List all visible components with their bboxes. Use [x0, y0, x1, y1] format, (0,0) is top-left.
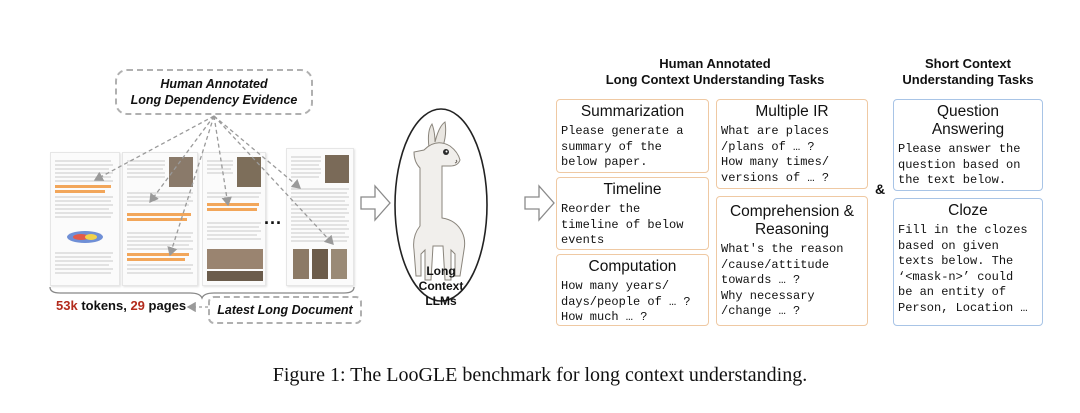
- long-tasks-title-line1: Human Annotated: [659, 56, 771, 71]
- long-tasks-title-line2: Long Context Understanding Tasks: [605, 72, 825, 87]
- task-qa-title: Question Answering: [894, 100, 1042, 139]
- short-tasks-title: Short Context Understanding Tasks: [888, 56, 1048, 88]
- tokens-text: tokens,: [77, 298, 131, 313]
- task-question-answering: Question Answering Please answer the que…: [893, 99, 1043, 191]
- task-comprehension-title: Comprehension & Reasoning: [717, 197, 867, 239]
- evidence-line1: Human Annotated: [160, 77, 268, 91]
- document-brace: [49, 286, 355, 300]
- pages-text: pages: [144, 298, 187, 313]
- task-qa-title-line1: Question: [936, 103, 1000, 120]
- pages-value: 29: [130, 298, 145, 313]
- short-tasks-title-line1: Short Context: [925, 56, 1011, 71]
- page-4-lines: [291, 155, 349, 279]
- llm-label-line1: Long Context: [418, 264, 464, 293]
- task-computation-body: How many years/ days/people of … ? How m…: [561, 279, 691, 324]
- page-3-lines: [207, 157, 263, 281]
- ampersand: &: [875, 181, 886, 197]
- token-count: 53k tokens, 29 pages: [56, 298, 186, 313]
- task-summarization: Summarization Please generate a summary …: [556, 99, 709, 173]
- llm-label: Long Context LLMs: [403, 264, 479, 309]
- task-timeline-title: Timeline: [603, 181, 662, 198]
- task-cloze-title: Cloze: [948, 202, 988, 219]
- task-summarization-body: Please generate a summary of the below p…: [561, 124, 684, 169]
- llama-icon: [413, 121, 466, 281]
- task-multiple-ir: Multiple IR What are places /plans of … …: [716, 99, 868, 189]
- tokens-value: 53k: [56, 298, 78, 313]
- page-thumb-3: [202, 152, 266, 286]
- task-timeline-body: Reorder the timeline of below events: [561, 202, 684, 247]
- hollow-arrow-right: [524, 184, 555, 222]
- evidence-box: Human Annotated Long Dependency Evidence: [115, 69, 313, 115]
- page-2-lines: [127, 157, 193, 274]
- task-cloze-body: Fill in the clozes based on given texts …: [898, 223, 1028, 315]
- task-multiple-ir-body: What are places /plans of … ? How many t…: [721, 124, 830, 185]
- task-timeline: Timeline Reorder the timeline of below e…: [556, 177, 709, 250]
- task-computation-title: Computation: [588, 258, 677, 275]
- evidence-line2: Long Dependency Evidence: [130, 93, 298, 107]
- task-qa-title-line2: Answering: [931, 121, 1005, 138]
- page-thumb-2: [122, 152, 198, 286]
- task-comprehension-title-line2: Reasoning: [754, 221, 830, 238]
- task-comprehension: Comprehension & Reasoning What's the rea…: [716, 196, 868, 326]
- task-computation: Computation How many years/ days/people …: [556, 254, 709, 326]
- task-comprehension-body: What's the reason /cause/attitude toward…: [721, 242, 844, 318]
- page-thumb-4: [286, 148, 354, 286]
- llm-label-line2: LLMs: [425, 294, 457, 308]
- task-cloze: Cloze Fill in the clozes based on given …: [893, 198, 1043, 326]
- task-summarization-title: Summarization: [580, 103, 685, 120]
- task-comprehension-title-line1: Comprehension &: [729, 203, 855, 220]
- latest-document-box: Latest Long Document: [208, 296, 362, 324]
- task-multiple-ir-title: Multiple IR: [755, 103, 829, 120]
- page-thumb-1: [50, 152, 120, 286]
- task-qa-body: Please answer the question based on the …: [898, 142, 1021, 187]
- short-tasks-title-line2: Understanding Tasks: [902, 72, 1034, 87]
- evidence-arrows: [93, 115, 334, 257]
- figure-caption: Figure 1: The LooGLE benchmark for long …: [272, 364, 808, 386]
- hollow-arrow-left: [360, 184, 391, 222]
- long-tasks-title: Human Annotated Long Context Understandi…: [556, 56, 874, 88]
- pages-ellipsis: ...: [264, 208, 283, 228]
